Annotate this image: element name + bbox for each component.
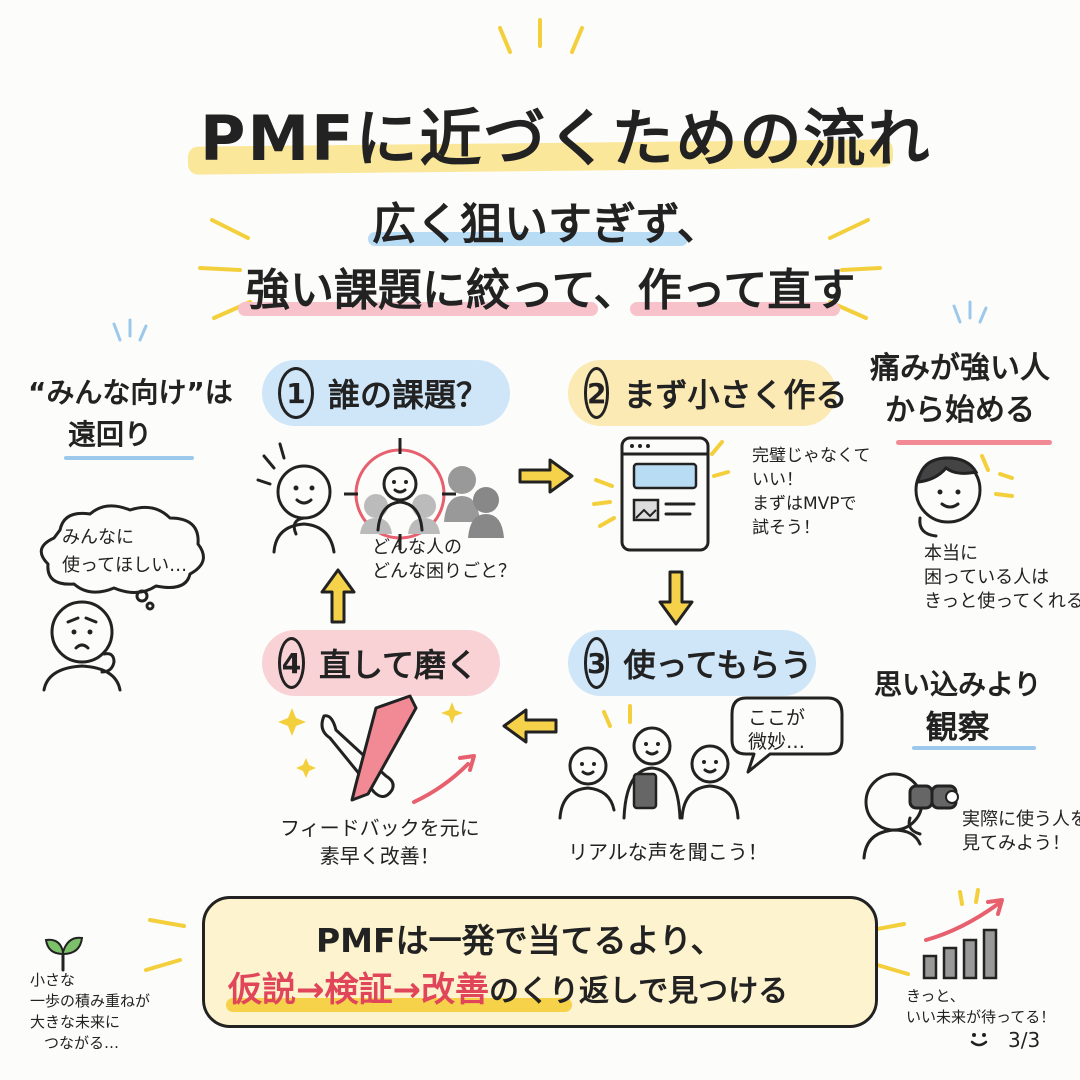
summary-line-2: 仮説→検証→改善のくり返しで見つける	[228, 962, 788, 1011]
step-3-bubble-text: ここが 微妙…	[748, 706, 805, 754]
step-1-note: どんな人の どんな困りごと？	[372, 536, 516, 584]
subtitle-highlight-blue	[368, 232, 688, 246]
right-top-heading: 痛みが強い人 から始める	[870, 348, 1050, 432]
summary-word-hypothesis: 仮説	[228, 970, 296, 1010]
binoculars-person-icon	[862, 772, 959, 860]
step-4-note-line-1: フィードバックを元に	[280, 816, 480, 840]
right-mid-note: 実際に使う人を 見てみよう！	[962, 808, 1080, 856]
bottom-right-line-2: いい未来が待ってる！	[906, 1008, 1056, 1026]
right-mid-heading-line-2: 観察	[925, 708, 990, 746]
right-mid-heading-line-1: 思い込みより	[874, 668, 1042, 701]
step-4-pill: 4 直して磨く	[262, 630, 500, 696]
step-2-pill: 2 まず小さく作る	[568, 360, 848, 426]
subtitle-highlight-pink-2	[630, 302, 840, 316]
summary-word-verification: 検証	[324, 970, 393, 1010]
step-1-note-line-1: どんな人の	[372, 537, 462, 558]
step-3-note: リアルな声を聞こう！	[568, 840, 768, 864]
summary-arrow-2: →	[392, 970, 422, 1010]
step-2-note-line-2: いい！	[752, 470, 803, 490]
left-thought-text: みんなに 使ってほしい…	[62, 524, 187, 580]
step-2-note-line-1: 完璧じゃなくて	[752, 446, 871, 466]
thought-line-2: 使ってほしい…	[62, 555, 188, 576]
subtitle-line-1: 広く狙いすぎず、	[372, 199, 721, 250]
right-mid-note-line-2: 見てみよう！	[962, 833, 1070, 854]
summary-highlight	[226, 998, 572, 1012]
bottom-right-line-1: きっと、	[906, 987, 965, 1005]
step-4-number: 4	[278, 637, 305, 689]
worried-person-icon	[42, 600, 122, 692]
wrench-pencil-icon	[278, 694, 476, 804]
thought-cloud	[39, 504, 205, 611]
step-1-label: 誰の課題？	[327, 376, 488, 414]
step-2-number: 2	[584, 367, 610, 419]
left-heading-underline	[64, 456, 194, 460]
bottom-right-note: きっと、 いい未来が待ってる！	[906, 986, 1055, 1028]
target-people-icon	[256, 438, 504, 554]
right-top-note-line-2: 困っている人は	[924, 567, 1050, 588]
right-top-note: 本当に 困っている人は きっと使ってくれる！	[924, 542, 1080, 614]
growth-chart-icon	[922, 888, 1004, 980]
right-top-note-line-1: 本当に	[924, 543, 978, 564]
left-side-heading: “みんな向け”は 遠回り	[28, 372, 233, 456]
step-1-note-line-2: どんな困りごと？	[372, 561, 516, 582]
bubble-line-2: 微妙…	[748, 731, 806, 753]
right-top-heading-line-2: から始める	[885, 393, 1035, 428]
bottom-left-line-4: つながる…	[44, 1034, 120, 1052]
summary-line-1: PMFは一発で当てるより、	[316, 921, 724, 960]
arrow-left-icon	[502, 708, 558, 744]
step-2-note-line-3: まずはMVPで	[752, 494, 857, 514]
right-top-heading-line-1: 痛みが強い人	[870, 351, 1050, 386]
right-top-note-line-3: きっと使ってくれる！	[924, 591, 1080, 612]
step-4-note: フィードバックを元に 素早く改善！	[280, 814, 480, 870]
subtitle-line-2: 強い課題に絞って、作って直す	[246, 265, 856, 316]
users-group-icon	[558, 704, 740, 820]
summary-tail: のくり返しで見つける	[489, 974, 789, 1009]
step-2-label: まず小さく作る	[623, 376, 848, 414]
bottom-left-line-1: 小さな	[30, 971, 76, 989]
step-2-note: 完璧じゃなくて いい！ まずはMVPで 試そう！	[752, 444, 871, 540]
bottom-left-line-3: 大きな未来に	[30, 1013, 121, 1031]
bottom-left-note: 小さな 一歩の積み重ねが 大きな未来に つながる…	[30, 970, 150, 1054]
summary-arrow-1: →	[296, 970, 325, 1010]
step-3-label: 使ってもらう	[623, 646, 813, 684]
speech-bubble	[730, 696, 844, 774]
step-4-note-line-2: 素早く改善！	[319, 844, 440, 868]
left-heading-line-1: “みんな向け”は	[28, 376, 233, 409]
step-2-note-line-4: 試そう！	[752, 518, 820, 538]
bubble-line-1: ここが	[748, 707, 806, 729]
summary-word-improvement: 改善	[421, 970, 489, 1010]
left-side-rays	[112, 318, 148, 342]
concerned-person-icon	[914, 454, 1014, 538]
right-mid-note-line-1: 実際に使う人を	[962, 809, 1080, 830]
step-4-label: 直して磨く	[318, 646, 478, 684]
step-3-pill: 3 使ってもらう	[568, 630, 816, 696]
sprout-icon	[44, 936, 84, 972]
step-3-number: 3	[584, 637, 610, 689]
subtitle-highlight-pink-1	[238, 302, 598, 316]
step-1-pill: 1 誰の課題？	[262, 360, 510, 426]
arrow-up-icon	[320, 568, 356, 624]
smile-icon	[970, 1033, 988, 1047]
right-mid-underline	[912, 746, 1036, 750]
right-top-rays	[952, 300, 988, 324]
page-title: PMFに近づくための流れ	[200, 102, 932, 175]
bottom-left-line-2: 一歩の積み重ねが	[30, 992, 151, 1010]
arrow-right-icon	[518, 458, 574, 494]
thought-line-1: みんなに	[62, 527, 134, 548]
left-heading-line-2: 遠回り	[68, 418, 153, 451]
page-number: 3/3	[1008, 1028, 1041, 1052]
right-mid-heading: 思い込みより 観察	[874, 664, 1041, 748]
right-top-underline	[896, 440, 1052, 445]
arrow-down-icon	[658, 570, 694, 626]
step-1-number: 1	[278, 367, 314, 419]
mvp-screen-icon	[592, 436, 730, 552]
